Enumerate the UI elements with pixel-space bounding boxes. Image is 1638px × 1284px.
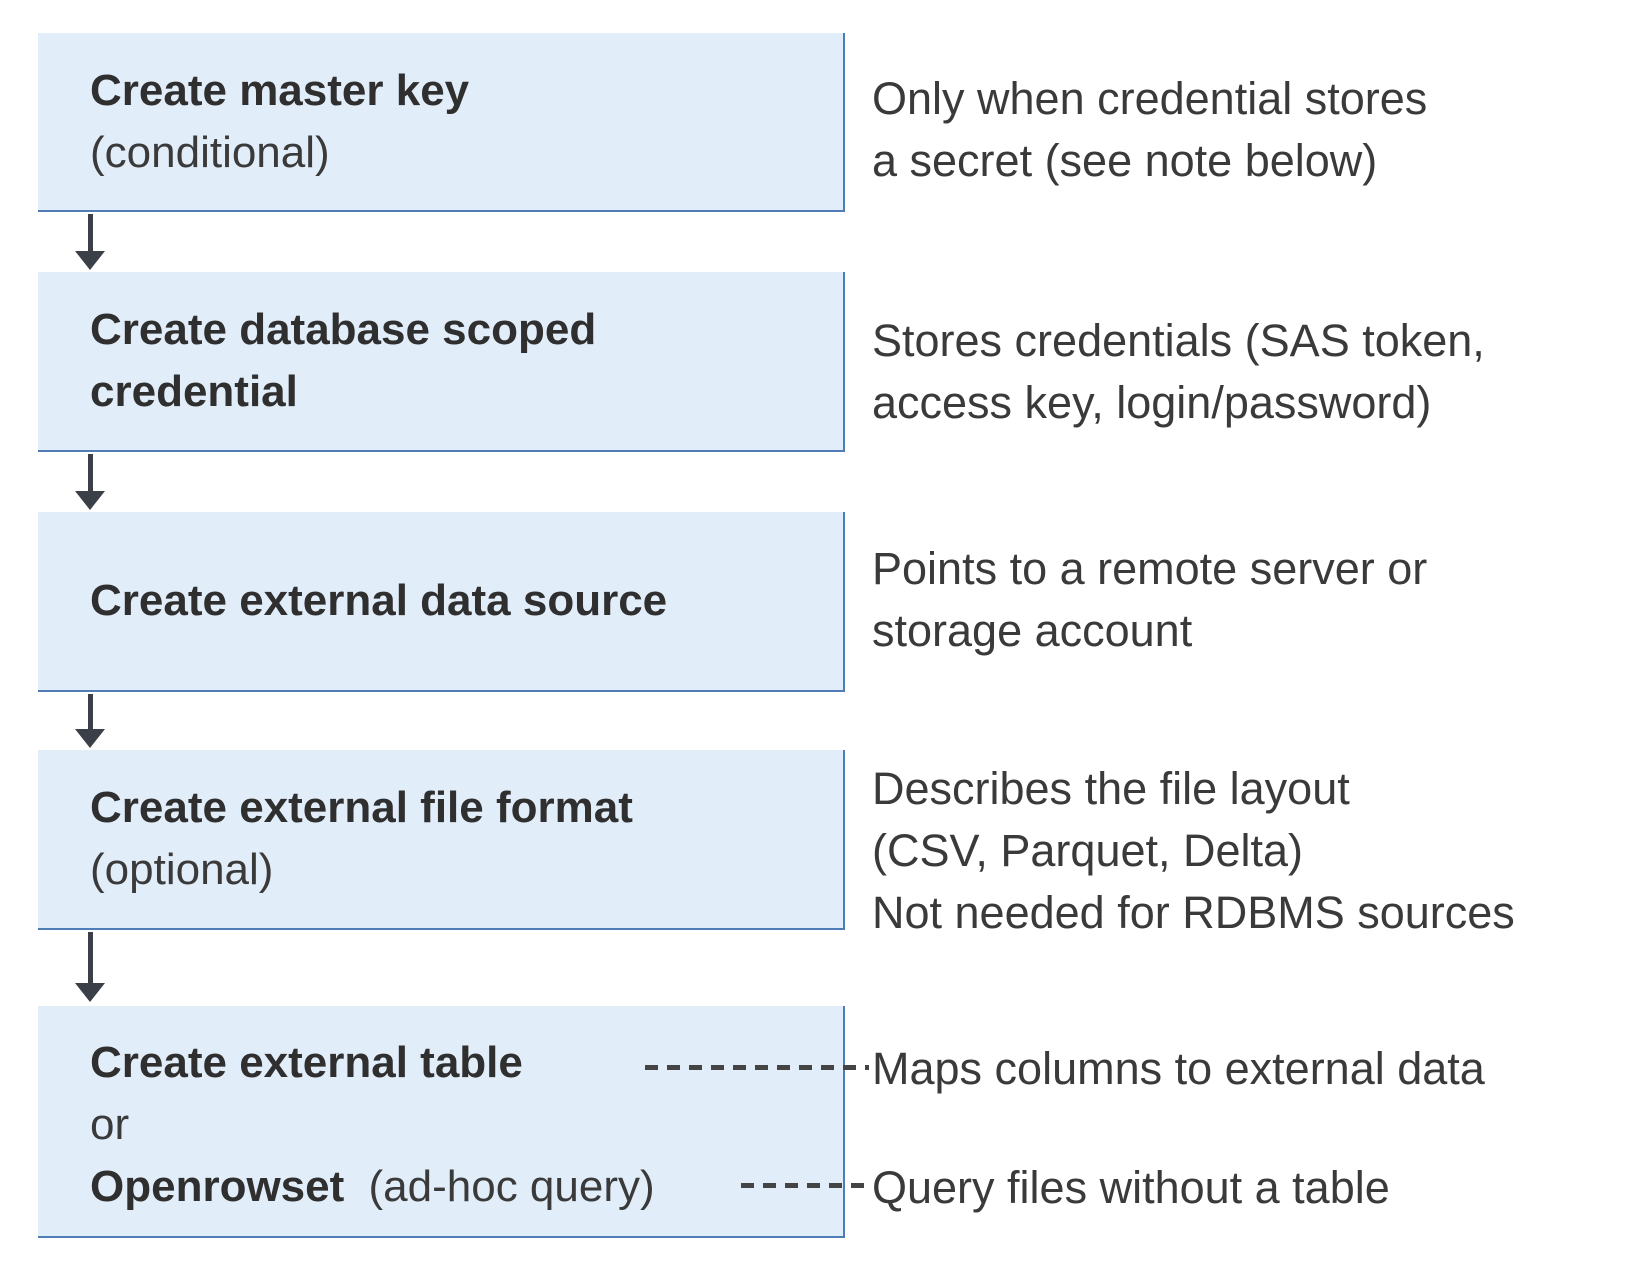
step-title: Create database scoped credential [90, 305, 597, 416]
step-title: Create external data source [90, 576, 668, 625]
step-box-create-external-data-source: Create external data source [38, 512, 845, 692]
step-qualifier: (ad-hoc query) [368, 1162, 655, 1211]
step-qualifier: (optional) [90, 845, 274, 894]
step-title: Create master key [90, 65, 470, 115]
down-arrow-icon [74, 694, 106, 748]
step-title: Create external table [90, 1038, 523, 1087]
step-note: Points to a remote server or storage acc… [872, 543, 1428, 656]
down-arrow-icon [74, 932, 106, 1002]
arrow-line [87, 454, 93, 491]
step-box-create-external-file-format: Create external file format (optional) [38, 750, 845, 930]
step-box-create-master-key: Create master key (conditional) [38, 33, 845, 212]
step-note: Query files without a table [872, 1162, 1390, 1213]
step-note: Only when credential stores a secret (se… [872, 73, 1428, 186]
step-qualifier: (conditional) [90, 127, 330, 177]
arrow-head [75, 251, 105, 270]
arrow-head [75, 491, 105, 510]
dashed-connector-external-table [645, 1065, 869, 1070]
arrow-line [87, 694, 93, 729]
step-line-or: or [90, 1100, 130, 1149]
arrow-line [87, 932, 93, 983]
step-line-openrowset: Openrowset (ad-hoc query) [90, 1156, 843, 1218]
step-title: Openrowset [90, 1162, 345, 1211]
step-note: Stores credentials (SAS token, access ke… [872, 315, 1485, 428]
step-line-create-external-table: Create external table [90, 1032, 843, 1094]
arrow-head [75, 729, 105, 748]
step-note: Maps columns to external data [872, 1043, 1485, 1094]
step-title: Create external file format [90, 783, 633, 832]
step-note: Describes the file layout (CSV, Parquet,… [872, 763, 1515, 938]
arrow-head [75, 983, 105, 1002]
dashed-connector-openrowset [741, 1183, 868, 1188]
step-box-create-database-scoped-credential: Create database scoped credential [38, 272, 845, 452]
down-arrow-icon [74, 454, 106, 510]
arrow-line [87, 214, 93, 251]
step-box-create-external-table-or-openrowset: Create external table or Openrowset (ad-… [38, 1006, 845, 1238]
down-arrow-icon [74, 214, 106, 270]
